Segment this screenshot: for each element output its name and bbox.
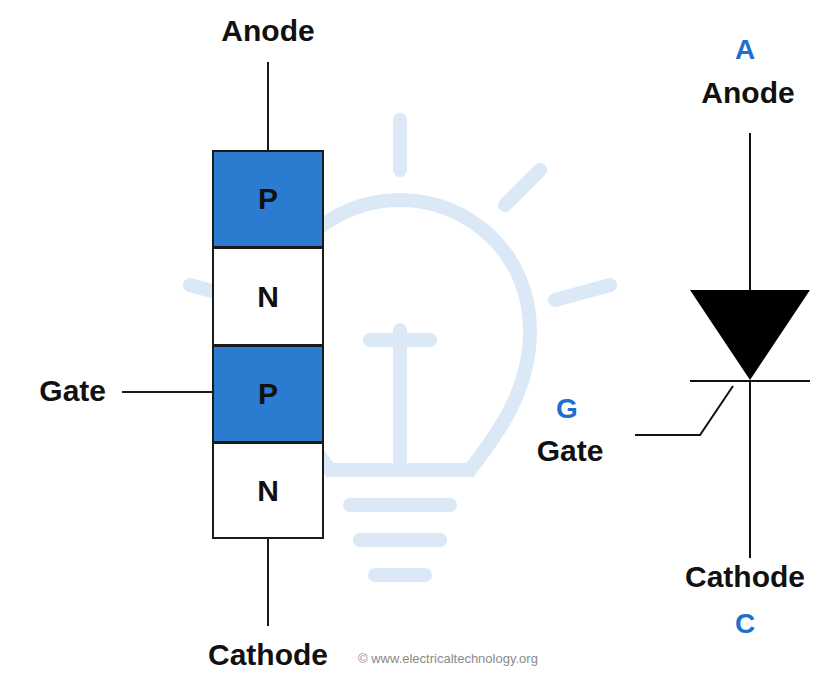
terminal-label: Cathode [685, 562, 805, 592]
semiconductor-layer: N [212, 247, 324, 346]
pin-letter: A [735, 36, 755, 64]
pin-letter: C [735, 610, 755, 638]
semiconductor-layer: P [212, 150, 324, 248]
semiconductor-layer: P [212, 345, 324, 443]
layer-letter: P [258, 184, 278, 214]
layer-letter: P [258, 379, 278, 409]
layer-letter: N [257, 476, 279, 506]
semiconductor-layer: N [212, 442, 324, 539]
terminal-label: Anode [221, 16, 314, 46]
terminal-label: Cathode [208, 640, 328, 670]
terminal-label: Gate [39, 376, 106, 406]
pin-letter: G [556, 395, 578, 423]
terminal-label: Gate [537, 436, 604, 466]
bulb-watermark [190, 120, 610, 575]
watermark: © www.electricaltechnology.org [358, 652, 538, 665]
layer-letter: N [257, 282, 279, 312]
scr-symbol [635, 133, 810, 558]
terminal-label: Anode [701, 78, 794, 108]
